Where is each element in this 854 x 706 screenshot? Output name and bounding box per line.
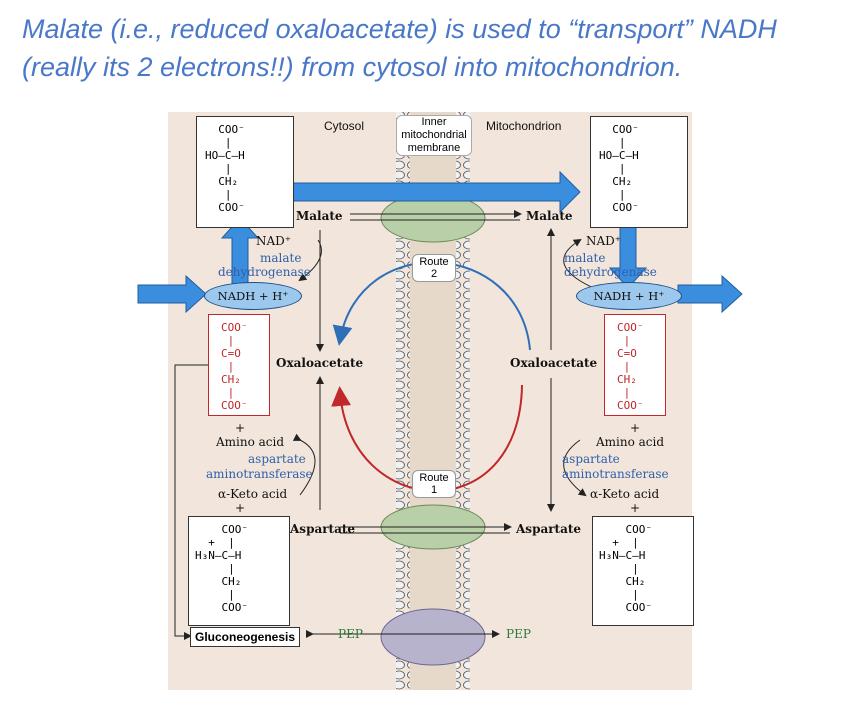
oaa-to-gluconeogenesis-line (174, 364, 210, 640)
mito-aspartate-structure: COO⁻ + | H₃N—C—H | CH₂ | COO⁻ (592, 516, 694, 626)
mito-keto-acid: α-Keto acid (590, 487, 660, 501)
cyto-nad-label: NAD⁺ (256, 234, 292, 248)
mito-plus-2: + (630, 501, 641, 515)
cyto-at-label-1: aspartate (248, 452, 306, 466)
cyto-malate-structure: COO⁻ | HO—C—H | CH₂ | COO⁻ (196, 116, 294, 228)
route-2-label: Route 2 (412, 254, 456, 282)
title-line-1: Malate (i.e., reduced oxaloacetate) is u… (22, 14, 777, 44)
cyto-mdh-label-2: dehydrogenase (218, 265, 311, 279)
cyto-aspartate-label: Aspartate (290, 522, 356, 536)
membrane-label: Inner mitochondrial membrane (396, 115, 472, 156)
slide-title: Malate (i.e., reduced oxaloacetate) is u… (22, 10, 842, 86)
cyto-oxaloacetate-label: Oxaloacetate (276, 356, 364, 370)
route-1-label: Route 1 (412, 470, 456, 498)
incoming-nadh-arrow (137, 274, 207, 314)
cyto-amino-acid: Amino acid (216, 435, 285, 449)
cyto-to-mito-arrow (291, 170, 581, 214)
mito-at-label-1: aspartate (562, 452, 620, 466)
mitochondrion-label: Mitochondrion (486, 119, 562, 133)
cyto-keto-acid: α-Keto acid (218, 487, 288, 501)
cytosol-label: Cytosol (324, 119, 365, 133)
title-line-2: (really its 2 electrons!!) from cytosol … (22, 52, 683, 82)
cyto-nadh-bubble: NADH + H⁺ (204, 282, 302, 310)
mito-oxaloacetate-label: Oxaloacetate (510, 356, 598, 370)
cyto-plus-2: + (235, 501, 246, 515)
mito-malate-structure: COO⁻ | HO—C—H | CH₂ | COO⁻ (590, 116, 688, 228)
mito-pep-label: PEP (506, 627, 531, 641)
cyto-malate-label: Malate (296, 209, 343, 223)
down-arrow-malate-to-nadh (608, 219, 648, 289)
cyto-oaa-structure: COO⁻ | C=O | CH₂ | COO⁻ (208, 314, 270, 416)
cyto-at-label-2: aminotransferase (206, 467, 313, 481)
mito-mdh-label-1: malate (564, 251, 606, 265)
mito-mdh-label-2: dehydrogenase (564, 265, 657, 279)
mito-nadh-bubble: NADH + H⁺ (576, 282, 682, 310)
gluconeogenesis-box: Gluconeogenesis (190, 627, 301, 647)
mito-plus-1: + (630, 421, 641, 435)
pep-transporter (380, 608, 486, 666)
up-arrow-nadh-to-malate (220, 217, 260, 291)
cyto-pep-label: PEP (338, 627, 363, 641)
mito-at-label-2: aminotransferase (562, 467, 669, 481)
cyto-aspartate-structure: COO⁻ + | H₃N—C—H | CH₂ | COO⁻ (188, 516, 290, 626)
mito-oaa-structure: COO⁻ | C=O | CH₂ | COO⁻ (604, 314, 666, 416)
outgoing-nadh-arrow (677, 274, 743, 314)
cyto-plus-1: + (235, 421, 246, 435)
mito-nad-label: NAD⁺ (586, 234, 622, 248)
cyto-mdh-label-1: malate (260, 251, 302, 265)
mito-amino-acid: Amino acid (596, 435, 665, 449)
mito-aspartate-label: Aspartate (516, 522, 582, 536)
mito-malate-label: Malate (526, 209, 573, 223)
